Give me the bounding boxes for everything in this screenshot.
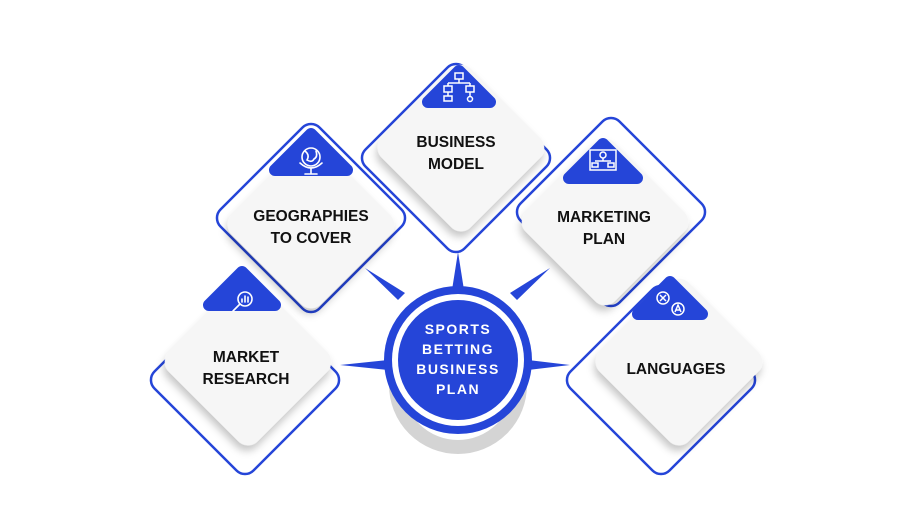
market-research-label: MARKET RESEARCH [202,349,290,388]
translate-icon [656,291,685,316]
market-research-icon [232,291,253,312]
business-model-tile [377,64,545,232]
center-hub [340,252,570,454]
marketing-plan-tile [521,138,689,306]
market-research-tile [164,278,332,446]
geographies-label: GEOGRAPHIES TO COVER [253,208,369,247]
center-title: SPORTS BETTING BUSINESS PLAN [416,321,500,397]
business-model-badge [422,65,496,108]
hub-inner-disc [398,300,518,420]
marketing-plan-card [515,116,707,308]
marketing-plan-label: MARKETING PLAN [557,209,651,248]
languages-label: LANGUAGES [626,361,726,378]
hub-shadow-arc [389,384,527,454]
geographies-badge [269,128,353,176]
geographies-tile [227,141,395,309]
geographies-outline [215,122,407,314]
hub-spikes [340,252,570,370]
languages-card [565,276,763,476]
globe-icon [299,147,323,175]
market-research-card [149,266,341,476]
marketing-plan-icon [589,149,617,171]
languages-tile [595,278,763,446]
flowchart-icon [443,72,475,103]
geographies-card [215,122,407,314]
languages-badge [632,276,708,320]
business-model-card [360,62,552,254]
business-model-label: BUSINESS MODEL [416,134,496,173]
